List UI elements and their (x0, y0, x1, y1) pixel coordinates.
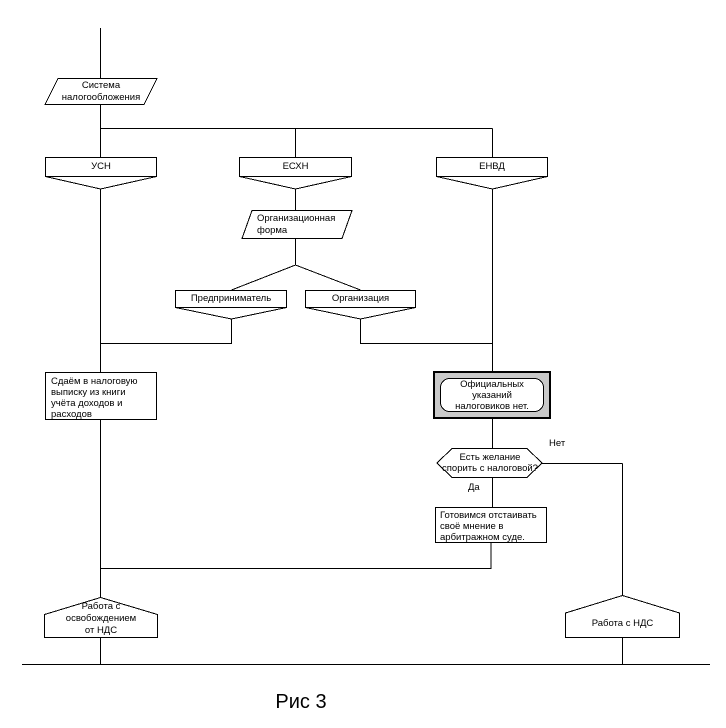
label-line: Сдаём в налоговую (51, 376, 138, 387)
label-line: выписку из книги (51, 387, 126, 398)
figure-caption: Рис 3 (275, 691, 327, 713)
label-line: Система (81, 80, 121, 91)
node-organization-label: Организация (331, 292, 390, 304)
label-line: учёта доходов и (51, 398, 123, 409)
node-system-label: Система налогообложения (45, 80, 157, 103)
label-line: указаний (472, 390, 512, 401)
node-submit-label: Сдаём в налоговую выписку из книги учёта… (51, 376, 153, 420)
node-entrepreneur-shape (175, 290, 287, 308)
node-dispute-label: Есть желание спорить с налоговой? (438, 452, 542, 474)
node-envd-shape (436, 157, 548, 177)
node-usn-label: УСН (91, 160, 111, 172)
label-line: Организационная (257, 213, 336, 224)
label-line: от НДС (84, 625, 118, 636)
node-noofficial-inner (440, 378, 544, 412)
node-envd-label: ЕНВД (479, 160, 505, 172)
node-system-shape (44, 78, 158, 105)
edge-prepare-to-left (100, 543, 492, 569)
node-organization-funnel (305, 307, 416, 320)
edge-organization-to-right (360, 319, 493, 344)
label-line: Есть желание (459, 452, 521, 463)
node-entrepreneur-funnel (175, 307, 287, 320)
node-orgform-label: Организационная форма (257, 213, 353, 236)
node-orgform-shape (241, 210, 353, 239)
label-line: Официальных (460, 379, 524, 390)
node-submit-shape (45, 372, 157, 420)
node-eshn-shape (239, 157, 352, 177)
edge-label-no: Нет (549, 438, 566, 449)
label-line: Готовимся отстаивать (440, 510, 537, 521)
label-line: форма (257, 224, 288, 236)
node-prepare-shape (435, 507, 547, 543)
node-workvat-label: Работа с НДС (591, 618, 654, 630)
label-line: арбитражном суде. (440, 532, 525, 543)
label-line: спорить с налоговой? (442, 463, 538, 474)
node-workvat-shape (565, 594, 680, 638)
edge-split-left (231, 264, 296, 291)
node-workexempt-label: Работа с освобождением от НДС (44, 601, 158, 637)
label-line: своё мнение в (440, 521, 504, 532)
node-eshn-funnel (239, 176, 352, 190)
node-eshn-label: ЕСХН (282, 160, 309, 172)
node-usn-shape (45, 157, 157, 177)
node-entrepreneur-label: Предприниматель (190, 292, 272, 304)
label-line: Работа с (81, 601, 121, 612)
edge-entrepreneur-to-left (100, 319, 232, 344)
node-envd-funnel (436, 176, 548, 190)
node-usn-funnel (45, 176, 157, 190)
label-line: расходов (51, 409, 92, 420)
edge-label-yes: Да (468, 482, 480, 493)
node-organization-shape (305, 290, 416, 308)
label-line: освобождением (65, 613, 137, 624)
label-line: налоговиков нет. (455, 401, 529, 412)
node-prepare-label: Готовимся отстаивать своё мнение в арбит… (440, 510, 544, 543)
edge-split-right (295, 264, 361, 291)
node-noofficial-label: Официальных указаний налоговиков нет. (440, 379, 544, 412)
label-line: налогообложения (61, 91, 141, 103)
node-workexempt-shape (44, 596, 158, 638)
